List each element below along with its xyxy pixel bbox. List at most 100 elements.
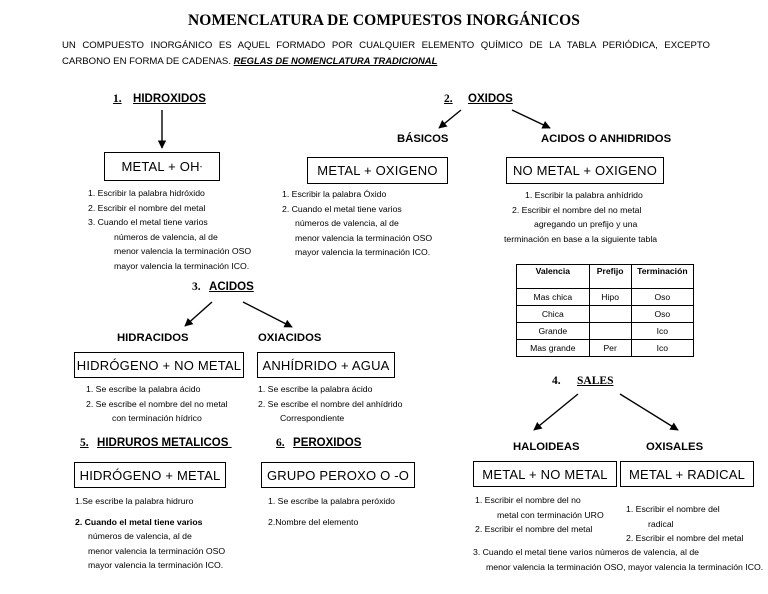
note-item: con terminación hídrico (112, 413, 202, 424)
table-cell: Ico (630, 339, 695, 357)
box-haloideas-formula-text: METAL + NO METAL (482, 466, 608, 482)
heading-peroxidos-title: PEROXIDOS (293, 437, 362, 449)
table-header-row: Valencia Prefijo Terminación (516, 264, 695, 289)
box-oxiacidos-formula-text: ANHÍDRIDO + AGUA (262, 357, 390, 373)
table-cell: Mas chica (516, 288, 590, 306)
table-row: Grande Ico (516, 322, 695, 340)
note-item: 1.Se escribe la palabra hidruro (75, 496, 194, 506)
notes-hidroxidos: 1. Escribir la palabra hidróxido 2. Escr… (88, 186, 251, 274)
box-oxisales-formula-text: METAL + RADICAL (628, 466, 746, 482)
note-item: números de valencia, al de (88, 531, 192, 542)
note-item: agregando un prefijo y una (534, 219, 638, 230)
box-hidruros-formula: HIDRÓGENO + METAL (74, 462, 226, 488)
table-cell: Grande (516, 322, 590, 340)
box-peroxidos-formula: GRUPO PEROXO O -O (261, 462, 415, 488)
heading-acidos-title: ACIDOS (209, 281, 254, 293)
note-item: mayor valencia la terminación ICO. (295, 247, 431, 258)
heading-haloideas: HALOIDEAS (513, 441, 580, 453)
intro-paragraph: UN COMPUESTO INORGÁNICO ES AQUEL FORMADO… (62, 38, 710, 69)
heading-hidruros-metalicos: 5. HIDRUROS METALICOS (80, 437, 232, 449)
heading-sales-title: SALES (577, 375, 614, 387)
heading-hidruros-number: 5. (80, 437, 89, 449)
arrow-acidos-hidracidos (184, 301, 213, 327)
box-anhidridos-formula-text: NO METAL + OXIGENO (512, 163, 658, 178)
notes-basicos: 1. Escribir la palabra Óxido 2. Cuando e… (282, 187, 432, 260)
heading-sales-number: 4. (552, 375, 561, 387)
note-item: 2. Escribir el nombre del metal (88, 202, 206, 213)
table-valencia: Valencia Prefijo Terminación Mas chica H… (516, 264, 695, 357)
page-title: NOMENCLATURA DE COMPUESTOS INORGÁNICOS (187, 12, 581, 29)
heading-peroxidos-number: 6. (276, 437, 285, 449)
heading-oxisales: OXISALES (646, 441, 704, 453)
heading-hidruros-title: HIDRUROS METALICOS (97, 437, 229, 449)
note-item: metal con terminación URO (497, 509, 604, 520)
box-basicos-formula-text: METAL + OXIGENO (317, 163, 438, 178)
heading-hidroxidos: 1. HIDROXIDOS (113, 93, 206, 105)
note-item: 3. Cuando el metal tiene varios (88, 217, 208, 228)
table-cell: Per (588, 339, 632, 357)
table-cell (588, 305, 632, 323)
note-item: radical (648, 518, 674, 529)
note-item: 2. Cuando el metal tiene varios (282, 203, 402, 214)
heading-oxiacidos: OXIACIDOS (258, 332, 322, 344)
note-item: 2. Cuando el metal tiene varios (75, 516, 203, 527)
arrow-sales-oxisales (619, 393, 679, 431)
notes-hidracidos: 1. Se escribe la palabra ácido 2. Se esc… (86, 382, 228, 426)
notes-oxiacidos: 1. Se escribe la palabra ácido 2. Se esc… (258, 382, 402, 426)
heading-oxidos-title: OXIDOS (468, 93, 513, 105)
note-item: menor valencia la terminación OSO (114, 246, 252, 257)
note-item: Correspondiente (280, 413, 345, 424)
notes-sales-shared: 3. Cuando el metal tiene varios números … (473, 545, 763, 574)
arrow-sales-haloideas (533, 393, 579, 431)
arrow-oxidos-basicos (438, 109, 462, 129)
note-item: 2. Escribir el nombre del metal (475, 524, 593, 535)
note-item: 2. Escribir el nombre del metal (626, 533, 744, 544)
table-cell (588, 322, 632, 340)
box-basicos-formula: METAL + OXIGENO (307, 157, 448, 184)
note-item: 1. Escribir la palabra hidróxido (88, 188, 205, 198)
note-item: 1. Escribir el nombre del (626, 504, 720, 514)
table-header-cell: Terminación (630, 264, 695, 289)
note-item: terminación en base a la siguiente tabla (504, 233, 658, 244)
notes-haloideas: 1. Escribir el nombre del no metal con t… (475, 493, 604, 537)
note-item: 2.Nombre del elemento (268, 516, 359, 527)
table-row: Mas grande Per Ico (516, 339, 695, 357)
heading-acidos: 3. ACIDOS (192, 281, 254, 293)
note-item: 2. Se escribe el nombre del anhídrido (258, 398, 403, 409)
note-item: mayor valencia la terminación ICO. (88, 560, 224, 571)
heading-oxidos: 2. OXIDOS (444, 93, 513, 105)
intro-line-2: CARBONO EN FORMA DE CADENAS. REGLAS DE N… (62, 53, 710, 69)
box-oxiacidos-formula: ANHÍDRIDO + AGUA (257, 352, 395, 378)
box-hidroxidos-charge: - (199, 162, 203, 171)
intro-line-2-text: CARBONO EN FORMA DE CADENAS. (62, 56, 231, 67)
table-cell: Ico (630, 322, 695, 340)
note-item: mayor valencia la terminación ICO. (114, 260, 250, 271)
box-hidracidos-formula-text: HIDRÓGENO + NO METAL (76, 357, 242, 373)
note-item: menor valencia la terminación OSO (295, 232, 433, 243)
table-cell: Chica (516, 305, 590, 323)
note-item: 1. Escribir el nombre del no (475, 495, 581, 505)
notes-hidruros: 1.Se escribe la palabra hidruro 2. Cuand… (75, 494, 225, 573)
heading-acidos-anhidridos: ACIDOS O ANHIDRIDOS (541, 133, 672, 145)
heading-oxidos-number: 2. (444, 93, 453, 105)
note-item: menor valencia la terminación OSO, mayor… (486, 561, 764, 572)
table-header-cell: Prefijo (588, 264, 632, 289)
table-header-cell: Valencia (516, 264, 590, 289)
table-cell: Mas grande (516, 339, 590, 357)
heading-hidroxidos-title: HIDROXIDOS (133, 93, 206, 105)
box-anhidridos-formula: NO METAL + OXIGENO (506, 157, 664, 184)
intro-line-1: UN COMPUESTO INORGÁNICO ES AQUEL FORMADO… (62, 40, 710, 51)
box-oxisales-formula: METAL + RADICAL (620, 461, 754, 487)
note-item: 3. Cuando el metal tiene varios números … (473, 547, 700, 557)
note-item: 2. Se escribe el nombre del no metal (86, 398, 228, 409)
heading-hidracidos: HIDRACIDOS (117, 332, 189, 344)
note-item: 1. Se escribe la palabra ácido (86, 384, 201, 394)
heading-peroxidos: 6. PEROXIDOS (276, 437, 361, 449)
box-hidracidos-formula: HIDRÓGENO + NO METAL (74, 352, 244, 378)
notes-oxisales: 1. Escribir el nombre del radical 2. Esc… (626, 502, 743, 546)
heading-basicos: BÁSICOS (397, 133, 449, 145)
note-item: 1. Escribir la palabra anhídrido (525, 190, 643, 200)
arrow-oxidos-anhidridos (511, 109, 551, 129)
box-hidroxidos-formula-text: METAL + OH (121, 159, 200, 174)
